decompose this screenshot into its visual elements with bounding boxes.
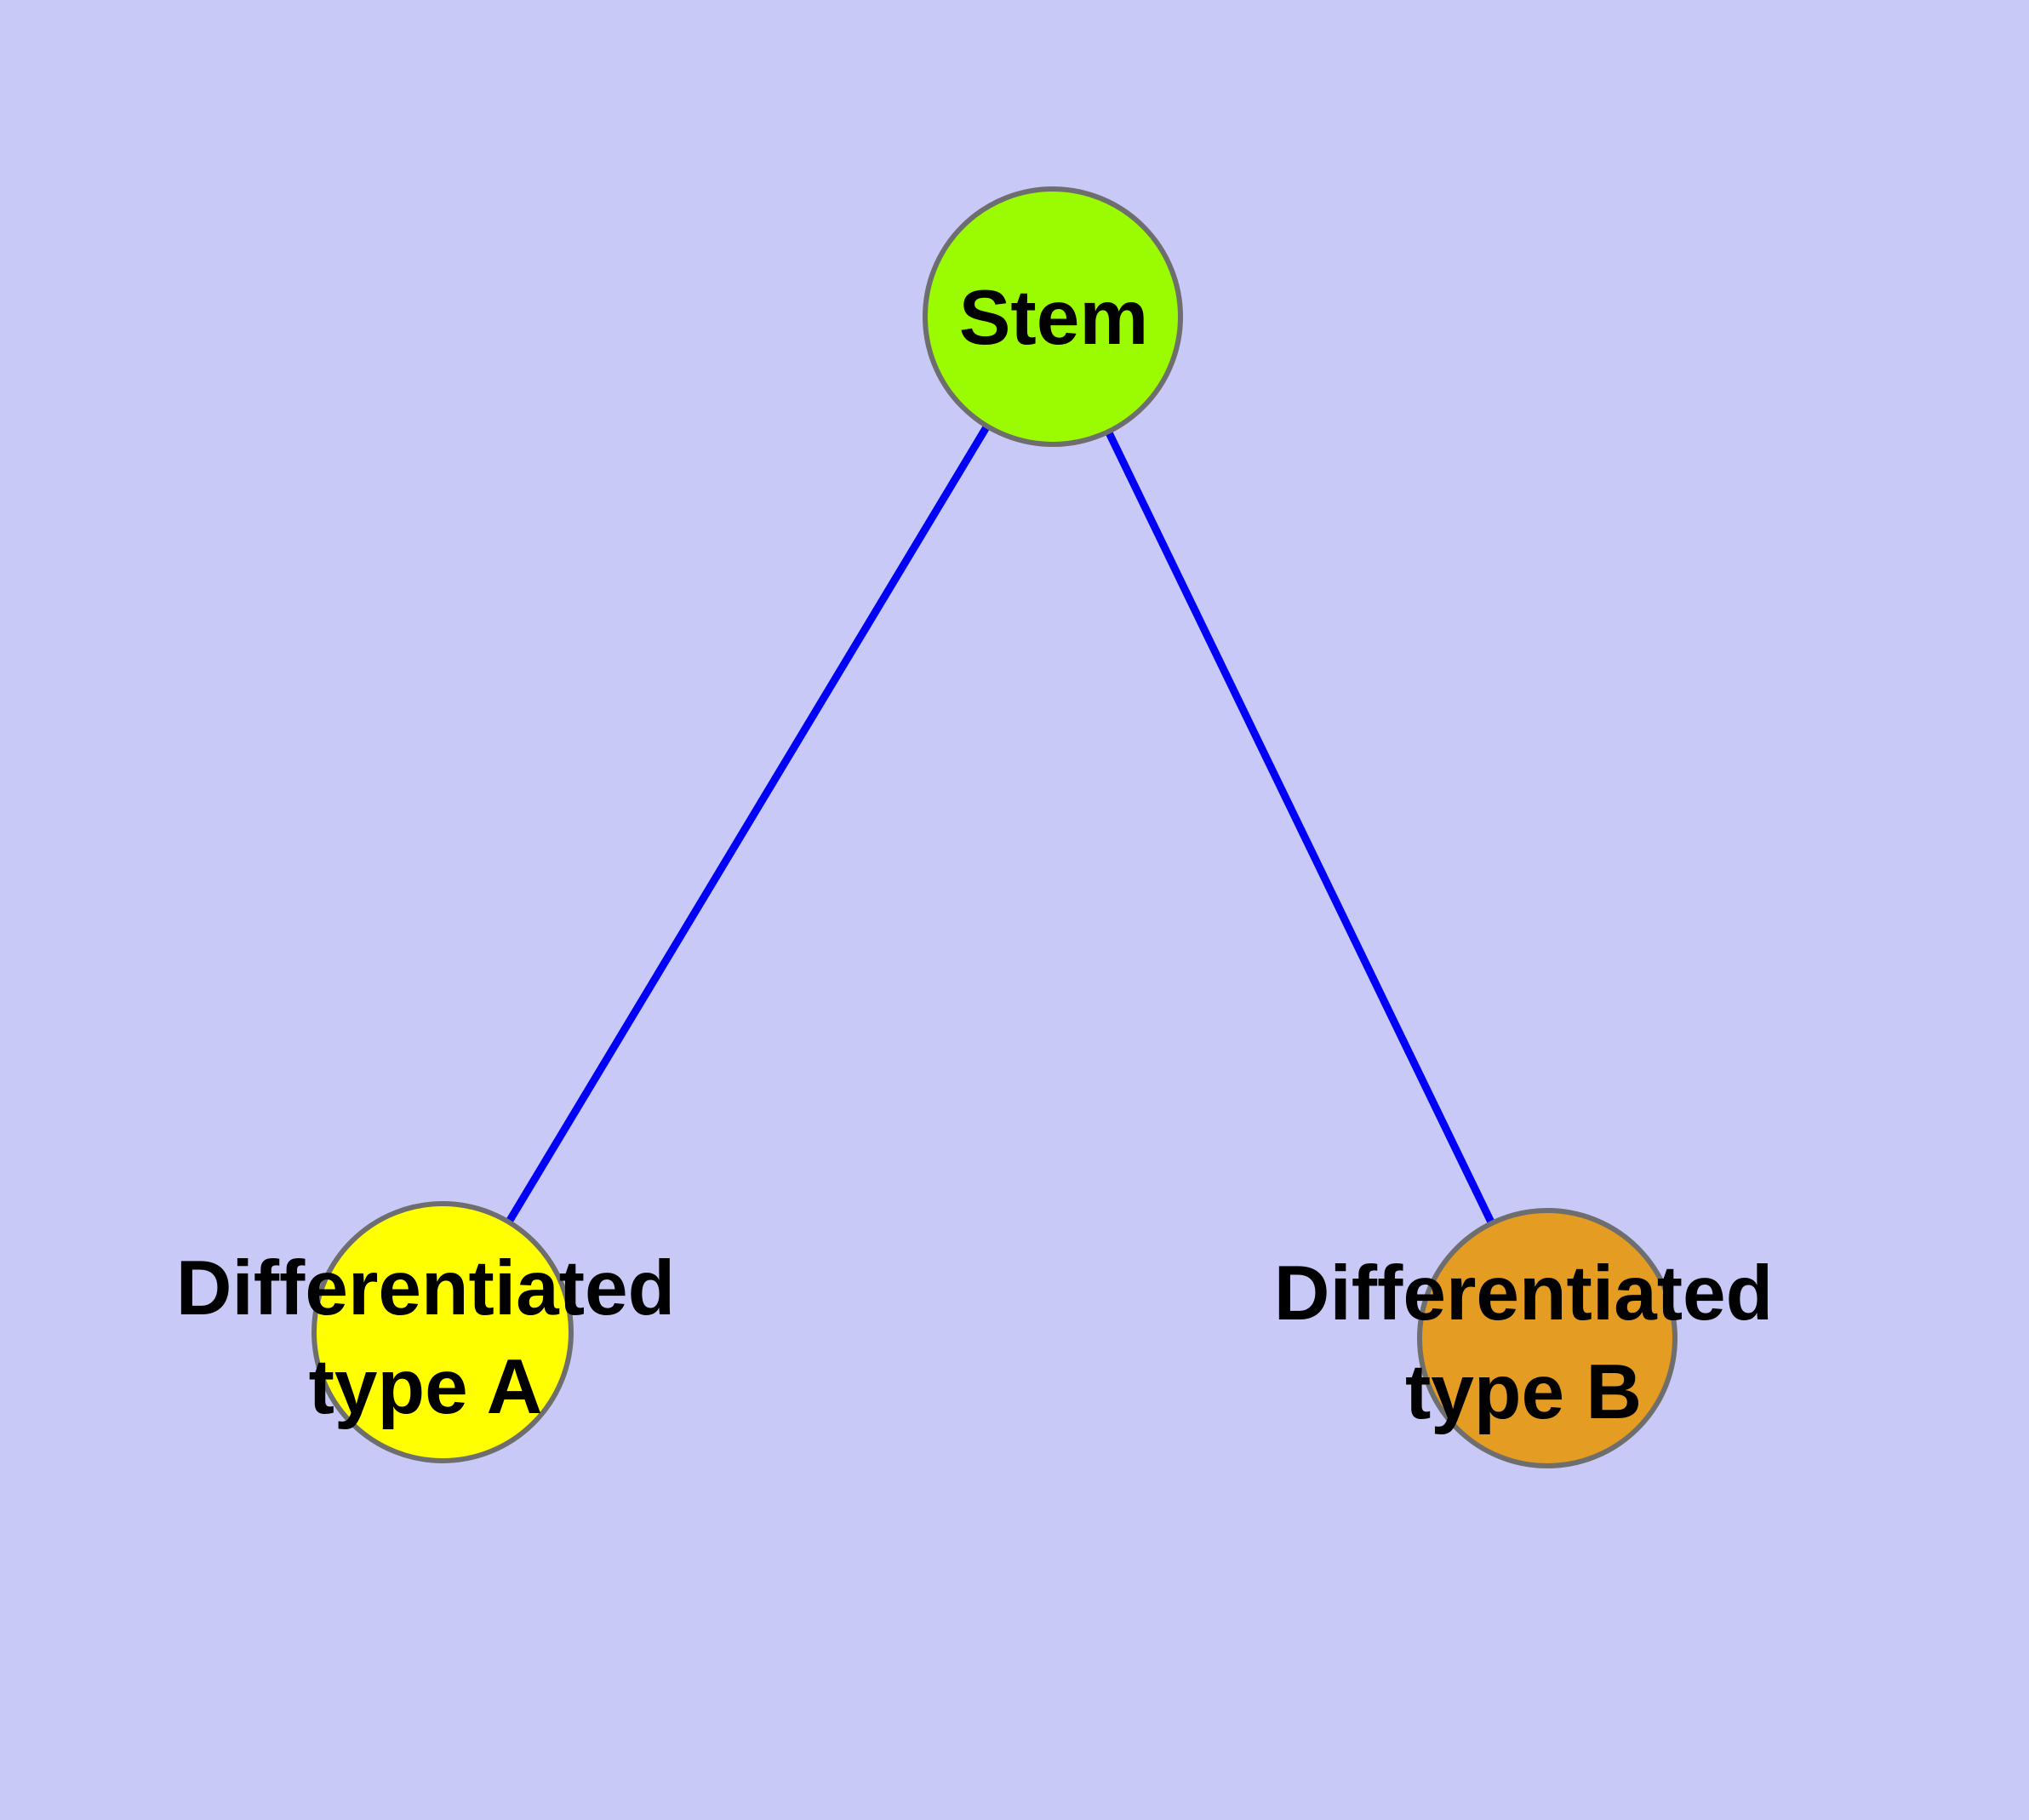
node-type-b-label: Differentiated type B <box>1273 1251 1774 1435</box>
node-type-a-label: Differentiated type A <box>175 1245 676 1430</box>
edge-stem-to-type-a <box>439 314 1056 1335</box>
node-stem-circle <box>923 186 1183 447</box>
node-stem-label: Stem <box>958 275 1149 361</box>
node-type-a-circle <box>311 1201 574 1463</box>
node-type-b-circle <box>1417 1208 1677 1468</box>
edge-stem-to-type-b <box>1049 315 1552 1340</box>
